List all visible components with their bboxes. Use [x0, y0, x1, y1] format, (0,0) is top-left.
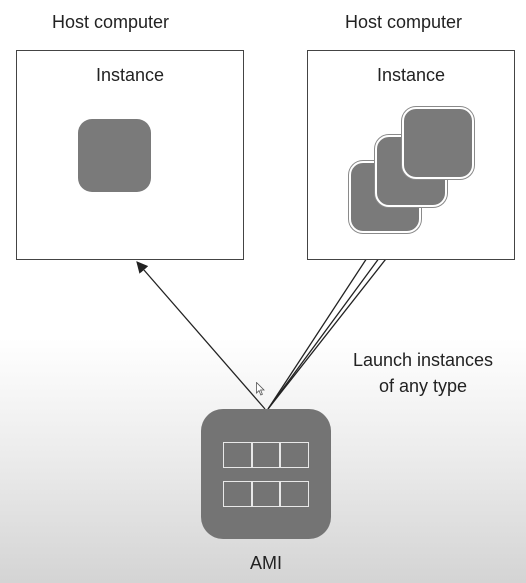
launch-caption-line1: Launch instances: [352, 350, 494, 370]
ami-cell: [251, 442, 281, 468]
ami-cell: [279, 481, 310, 507]
ami-icon: [201, 409, 331, 539]
ami-cell: [251, 481, 281, 507]
ami-cell: [223, 481, 253, 507]
instance-tile: [78, 119, 151, 192]
ami-cell: [223, 442, 253, 468]
host-title-left: Host computer: [52, 12, 170, 32]
arrow-to-left-host: [136, 261, 266, 410]
ami-grid-row-2: [223, 481, 310, 507]
launch-caption-line2: of any type: [378, 376, 468, 396]
ami-cell: [279, 442, 310, 468]
launch-caption: Launch instances of any type: [338, 347, 508, 399]
instance-label-right: Instance: [376, 65, 446, 85]
arrow-to-stack-1: [267, 231, 385, 410]
host-title-right: Host computer: [345, 12, 463, 32]
ami-label: AMI: [249, 553, 282, 573]
instance-label-left: Instance: [95, 65, 165, 85]
instance-tile-stacked-3: [402, 107, 474, 179]
host-box-right: Instance: [307, 50, 515, 260]
host-box-left: Instance: [16, 50, 244, 260]
mouse-cursor-icon: [256, 382, 265, 396]
ami-grid-row-1: [223, 442, 310, 468]
